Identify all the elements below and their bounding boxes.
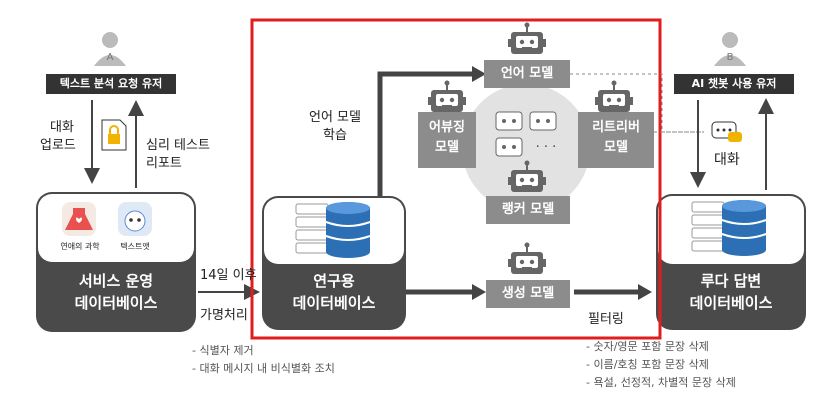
filter-step-2: - 이름/호칭 포함 문장 삭제 (586, 358, 709, 371)
upload-label-2: 업로드 (40, 138, 76, 153)
generation-model-robot-icon (507, 241, 547, 275)
research-db-icon (295, 201, 371, 259)
filter-label: 필터링 (588, 312, 624, 327)
luda-db-title-1: 루다 답변 (700, 272, 762, 290)
luda-db-title-2: 데이터베이스 (689, 294, 773, 312)
retriever-model-label-2: 모델 (604, 140, 628, 155)
retriever-model-label-1: 리트리버 (592, 120, 640, 135)
lock-doc-icon (101, 119, 127, 151)
retriever-model-robot-icon (594, 79, 634, 113)
app-name-0: 연애의 과학 (60, 242, 100, 251)
user-a-label-bg (46, 74, 176, 94)
abusing-model-robot-icon (427, 79, 467, 113)
abusing-model-label-2: 모델 (435, 140, 459, 155)
report-label-2: 리포트 (146, 156, 182, 171)
pseudonym-label: 가명처리 (200, 308, 248, 323)
train-label-2: 학습 (323, 128, 347, 143)
filter-step-3: - 욕설, 선정적, 차별적 문장 삭제 (586, 376, 736, 389)
user-a-label: 텍스트 분석 요청 유저 (59, 77, 163, 90)
user-b-label-bg (674, 74, 794, 94)
generation-model-box (486, 280, 570, 308)
ranker-model-label: 랭커 모델 (501, 202, 555, 217)
mini-robot-grid (495, 111, 557, 157)
luda-db-icon (691, 199, 767, 257)
research-area-box (250, 18, 662, 340)
retriever-model-box (578, 112, 654, 168)
abusing-model-label-1: 어뷰징 (429, 120, 465, 135)
pseudonym-step-2: - 대화 메시지 내 비식별화 조치 (192, 362, 335, 375)
report-label-1: 심리 테스트 (146, 138, 210, 153)
service-db-title-1: 서비스 운영 (78, 272, 154, 290)
research-db-title-1: 연구용 (313, 272, 355, 290)
user-b-label: AI 챗봇 사용 유저 (691, 77, 777, 90)
train-label-1: 언어 모델 (309, 110, 361, 125)
filter-step-1: - 숫자/영문 포함 문장 삭제 (586, 340, 709, 353)
service-db-title-2: 데이터베이스 (74, 294, 158, 312)
train-arrow (377, 71, 476, 196)
user-b-letter: B (726, 52, 734, 63)
user-a-avatar (94, 32, 126, 66)
chat-bubble-icon (711, 121, 742, 142)
user-b-avatar (714, 32, 746, 66)
pseudonym-step-1: - 식별자 제거 (192, 344, 254, 357)
science-of-love-app-icon (62, 202, 96, 236)
user-a-letter: A (106, 52, 114, 63)
model-ellipsis: · · · (535, 140, 557, 155)
ranker-model-box (486, 196, 570, 224)
language-model-box (484, 60, 570, 88)
research-db-title-2: 데이터베이스 (292, 294, 376, 312)
retriever-dashed-link (570, 73, 704, 133)
app-name-1: 텍스트앳 (120, 242, 150, 251)
transfer-label: 14일 이후 (200, 268, 257, 283)
chat-label: 대화 (714, 152, 740, 168)
language-model-robot-icon (507, 21, 547, 55)
generation-model-label: 생성 모델 (501, 286, 555, 301)
model-cluster-circle (462, 84, 590, 212)
abusing-model-box (418, 112, 476, 168)
language-model-label: 언어 모델 (500, 66, 554, 81)
upload-label-1: 대화 (50, 120, 74, 135)
textat-app-icon (118, 202, 152, 236)
